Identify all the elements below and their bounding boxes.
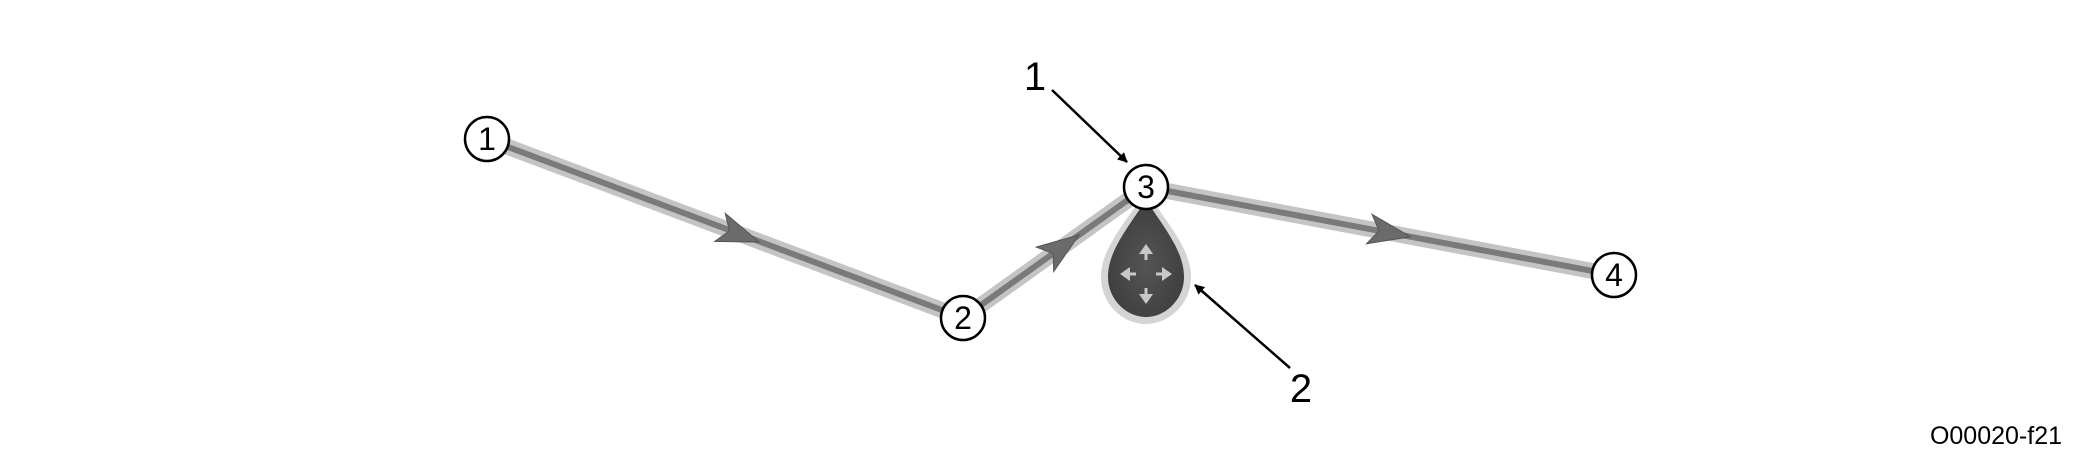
waypoint-marker <box>1590 251 1638 299</box>
direction-arrows <box>713 211 1413 274</box>
direction-arrow-segment-3 <box>1365 213 1413 245</box>
waypoint-label: 3 <box>1137 169 1155 205</box>
waypoint-label: 2 <box>954 300 972 336</box>
callout-number: 1 <box>1024 55 1046 99</box>
waypoint-label: 4 <box>1605 257 1623 293</box>
waypoint-4[interactable]: 4 <box>1590 251 1638 299</box>
route-outline <box>479 131 1622 326</box>
waypoint-3[interactable]: 3 <box>1122 163 1170 211</box>
callout-2: 2 <box>1194 284 1312 411</box>
waypoint-marker <box>939 294 987 342</box>
waypoint-2[interactable]: 2 <box>939 294 987 342</box>
waypoint-marker <box>463 115 511 163</box>
route-path <box>479 131 1622 326</box>
move-arrows-icon <box>1120 244 1172 304</box>
waypoint-1[interactable]: 1 <box>463 115 511 163</box>
direction-arrow-segment-1 <box>713 211 761 243</box>
route-line <box>484 136 1617 321</box>
waypoint-label: 1 <box>478 121 496 157</box>
callout-leader-line <box>1194 284 1291 369</box>
callout-number: 2 <box>1290 367 1312 411</box>
figure-id: O00020-f21 <box>1930 422 2062 450</box>
waypoint-marker <box>1122 163 1170 211</box>
callout-1: 1 <box>1024 55 1128 163</box>
callout-leader-line <box>1051 89 1128 163</box>
move-handle[interactable] <box>1101 192 1191 324</box>
direction-arrow-segment-2 <box>1034 233 1081 274</box>
